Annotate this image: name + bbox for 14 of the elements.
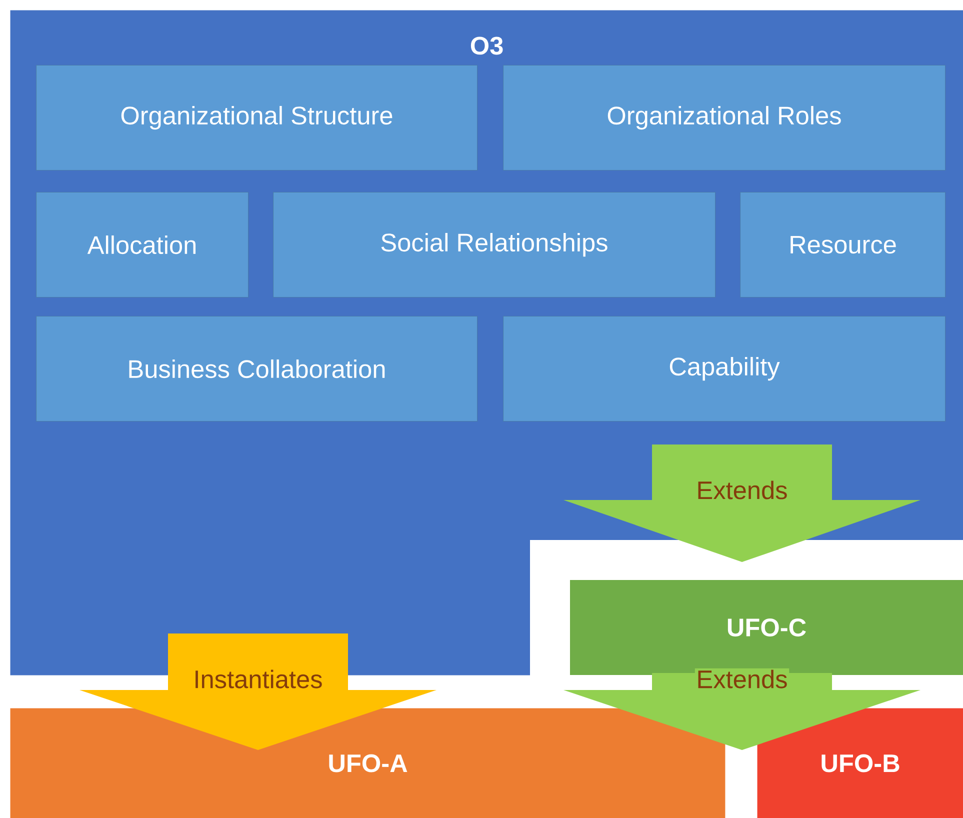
block-arrow — [564, 673, 920, 750]
concept-box: Business Collaboration — [36, 316, 478, 422]
edge-label: Extends — [694, 479, 790, 501]
concept-box: Resource — [740, 192, 946, 298]
block-arrow — [80, 634, 436, 750]
concept-box: Social Relationships — [273, 192, 716, 298]
concept-box: Capability — [503, 316, 946, 422]
concept-box: Organizational Structure — [36, 65, 478, 171]
concept-box: Allocation — [36, 192, 249, 298]
edge-label: Extends — [694, 668, 790, 690]
layer-box: UFO-B — [757, 708, 963, 818]
concept-box: Organizational Roles — [503, 65, 946, 171]
layer-box: UFO-A — [10, 708, 726, 818]
block-arrow — [564, 444, 920, 562]
